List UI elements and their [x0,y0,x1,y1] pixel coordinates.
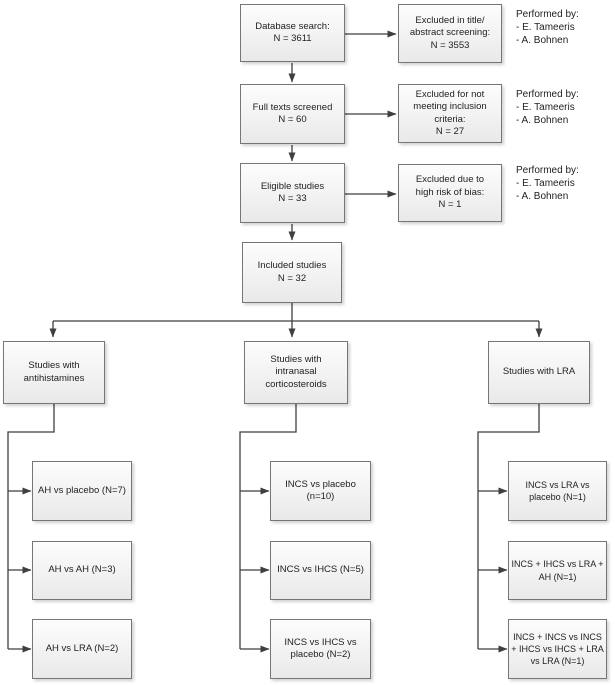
box-full-texts-screened: Full texts screened N = 60 [240,84,345,144]
performed-by-note-1: Performed by: - E. Tameeris - A. Bohnen [516,9,579,47]
box-ah-vs-ah: AH vs AH (N=3) [32,541,132,600]
box-ah-vs-placebo: AH vs placebo (N=7) [32,461,132,521]
box-eligible-studies: Eligible studies N = 33 [240,163,345,223]
box-category-lra: Studies with LRA [488,341,590,404]
performed-by-note-3: Performed by: - E. Tameeris - A. Bohnen [516,165,579,203]
box-incs-vs-ihcs-vs-placebo: INCS vs IHCS vs placebo (N=2) [270,619,371,679]
right-column-spine [477,404,540,649]
box-excluded-inclusion-criteria: Excluded for not meeting inclusion crite… [398,84,502,143]
performed-by-note-2: Performed by: - E. Tameeris - A. Bohnen [516,89,579,127]
box-excluded-title-abstract: Excluded in title/ abstract screening: N… [398,4,502,63]
box-incs-vs-lra-vs-placebo: INCS vs LRA vs placebo (N=1) [508,461,607,521]
branch-split-connectors [49,303,543,338]
column-connectors [7,404,540,653]
box-excluded-risk-of-bias: Excluded due to high risk of bias: N = 1 [398,164,502,222]
box-included-studies: Included studies N = 32 [242,242,342,303]
box-category-intranasal-corticosteroids: Studies with intranasal corticosteroids [244,341,348,404]
box-incs-combinations-vs-lra: INCS + INCS vs INCS + IHCS vs IHCS + LRA… [508,619,607,679]
center-column-spine [239,404,297,649]
box-incs-vs-placebo: INCS vs placebo (n=10) [270,461,371,521]
box-incs-vs-ihcs: INCS vs IHCS (N=5) [270,541,371,600]
box-category-antihistamines: Studies with antihistamines [3,341,105,404]
box-database-search: Database search: N = 3611 [240,4,345,62]
box-ah-vs-lra: AH vs LRA (N=2) [32,619,132,679]
box-incs-ihcs-vs-lra-ah: INCS + IHCS vs LRA + AH (N=1) [508,541,607,600]
left-column-spine [7,404,55,649]
